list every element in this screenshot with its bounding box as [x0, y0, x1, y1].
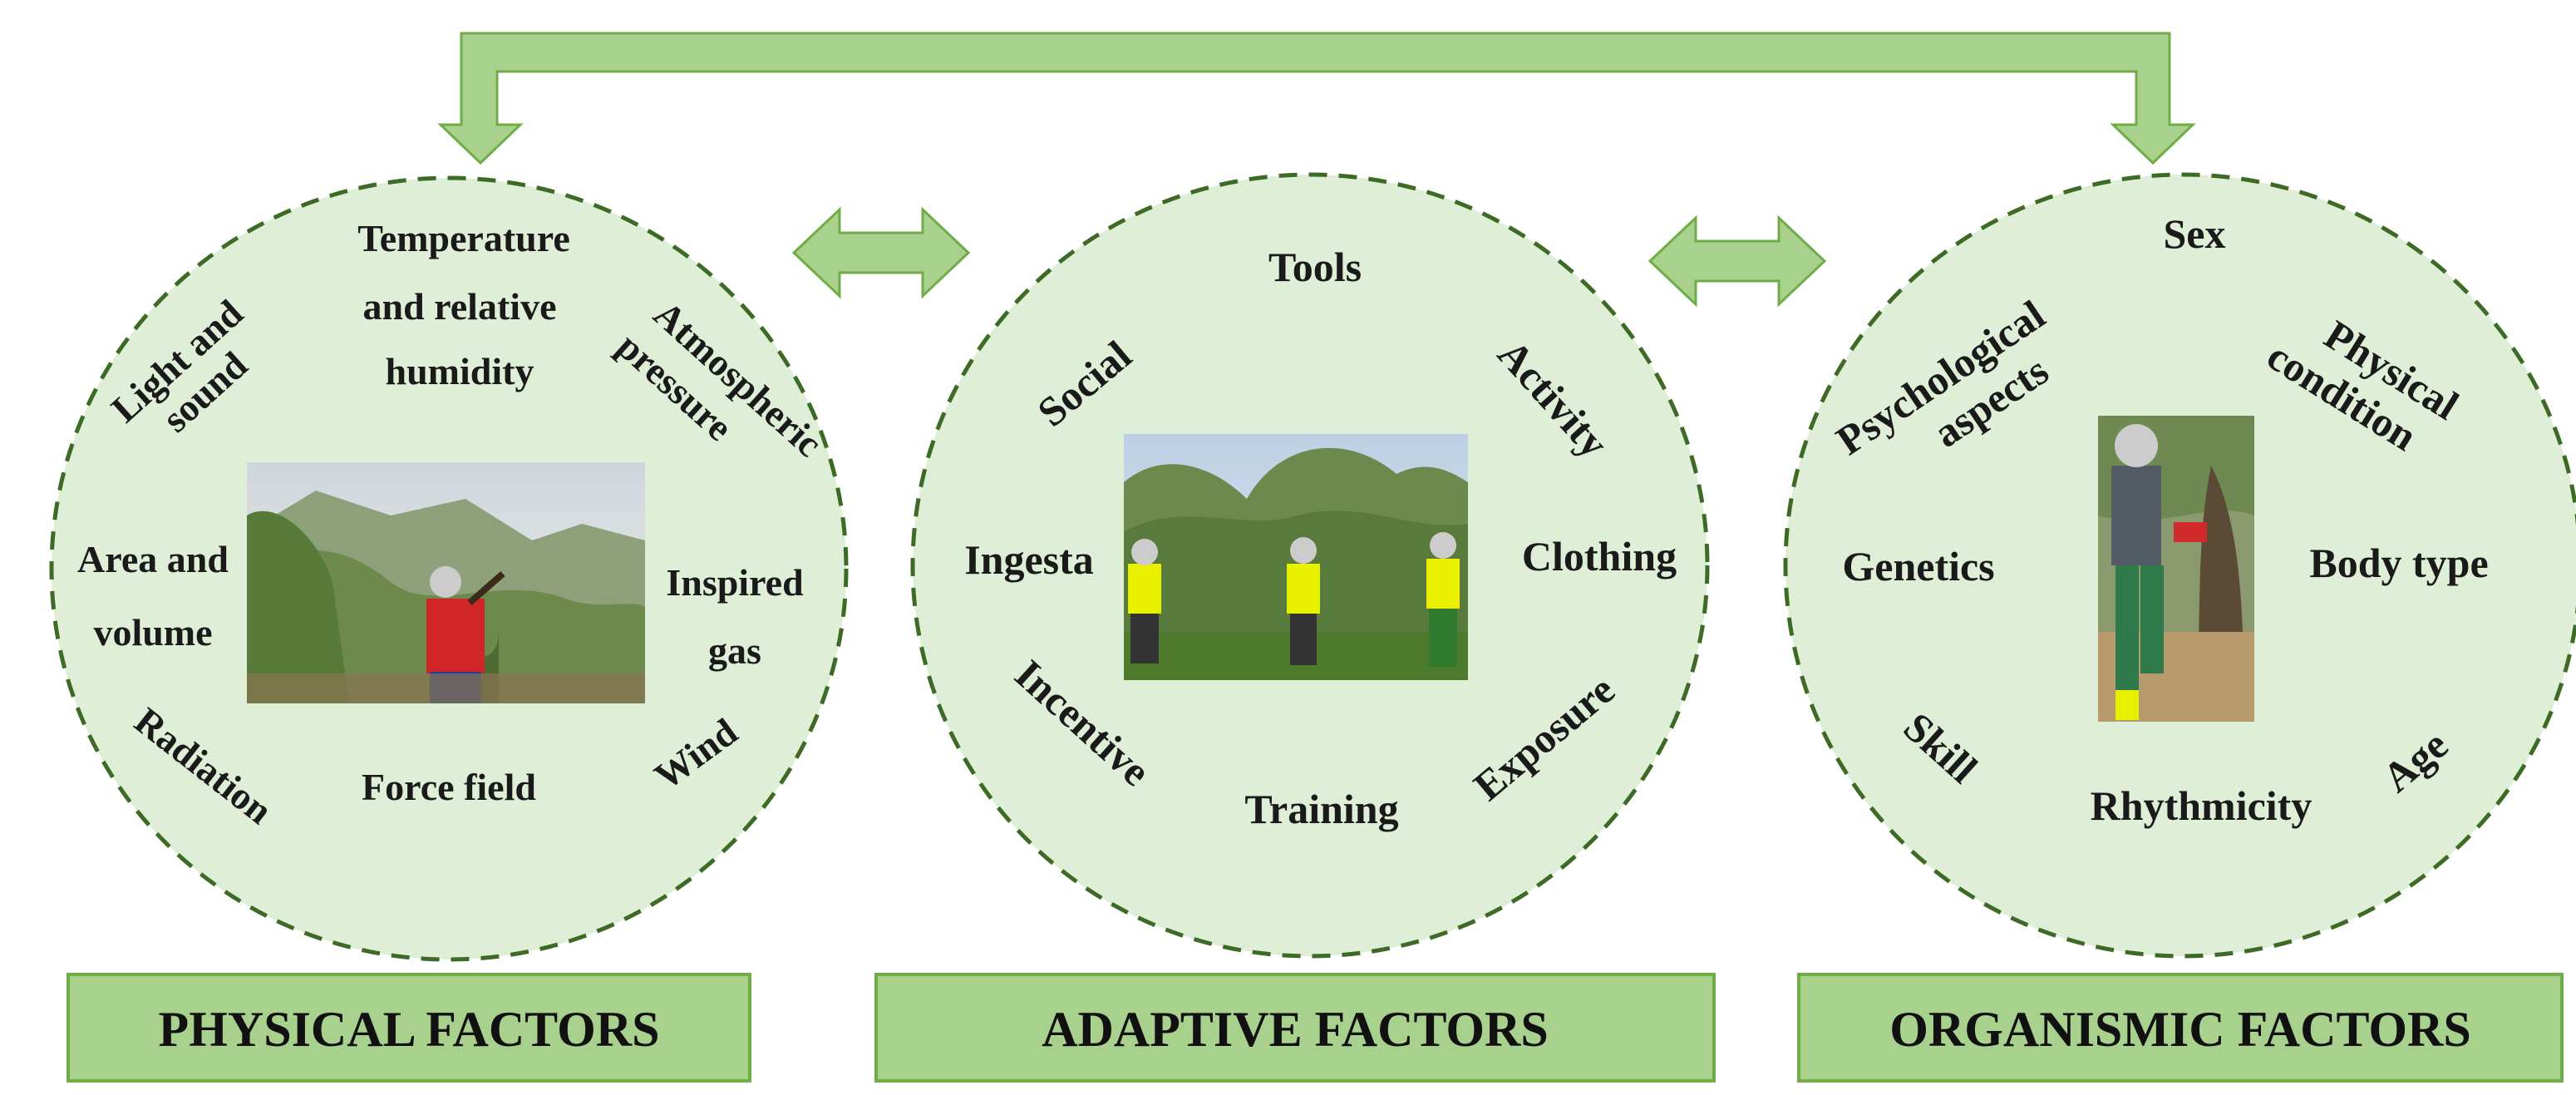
organismic-body-type: Body type [2309, 540, 2488, 586]
physical-factors-group: Temperature and relative humidity Light … [49, 175, 849, 962]
physical-area-line1: Area and [77, 538, 229, 580]
adaptive-tools: Tools [1268, 244, 1362, 290]
adaptive-clothing: Clothing [1522, 533, 1677, 580]
double-arrow-left [791, 206, 971, 299]
adaptive-factors-group: Tools Social Activity Ingesta Clothing I… [910, 172, 1710, 959]
physical-inspired-line2: gas [708, 629, 761, 672]
physical-inspired-line1: Inspired [666, 561, 804, 604]
double-arrow-right [1648, 215, 1827, 308]
organismic-photo [2098, 416, 2254, 722]
organismic-sex: Sex [2164, 210, 2226, 257]
organismic-factors-label: ORGANISMIC FACTORS [1889, 1002, 2471, 1057]
physical-temperature-line3: humidity [386, 350, 534, 392]
organismic-rhythmicity: Rhythmicity [2091, 782, 2312, 829]
physical-force-field: Force field [362, 766, 536, 808]
physical-area-line2: volume [93, 611, 212, 654]
physical-temperature-line1: Temperature [357, 217, 570, 259]
adaptive-training: Training [1244, 786, 1398, 832]
physical-factors-label: PHYSICAL FACTORS [159, 1002, 660, 1057]
organismic-genetics: Genetics [1842, 543, 1994, 589]
physical-temperature-line2: and relative [363, 285, 557, 328]
organismic-label-box: ORGANISMIC FACTORS [1797, 973, 2564, 1083]
physical-label-box: PHYSICAL FACTORS [66, 973, 751, 1083]
adaptive-photo [1124, 434, 1468, 680]
adaptive-label-box: ADAPTIVE FACTORS [874, 973, 1716, 1083]
adaptive-ingesta: Ingesta [964, 536, 1094, 583]
top-connector-arrow [437, 32, 2196, 165]
adaptive-factors-label: ADAPTIVE FACTORS [1042, 1002, 1549, 1057]
physical-photo [247, 462, 645, 703]
organismic-factors-group: Sex Psychological aspects Physical condi… [1783, 172, 2576, 959]
